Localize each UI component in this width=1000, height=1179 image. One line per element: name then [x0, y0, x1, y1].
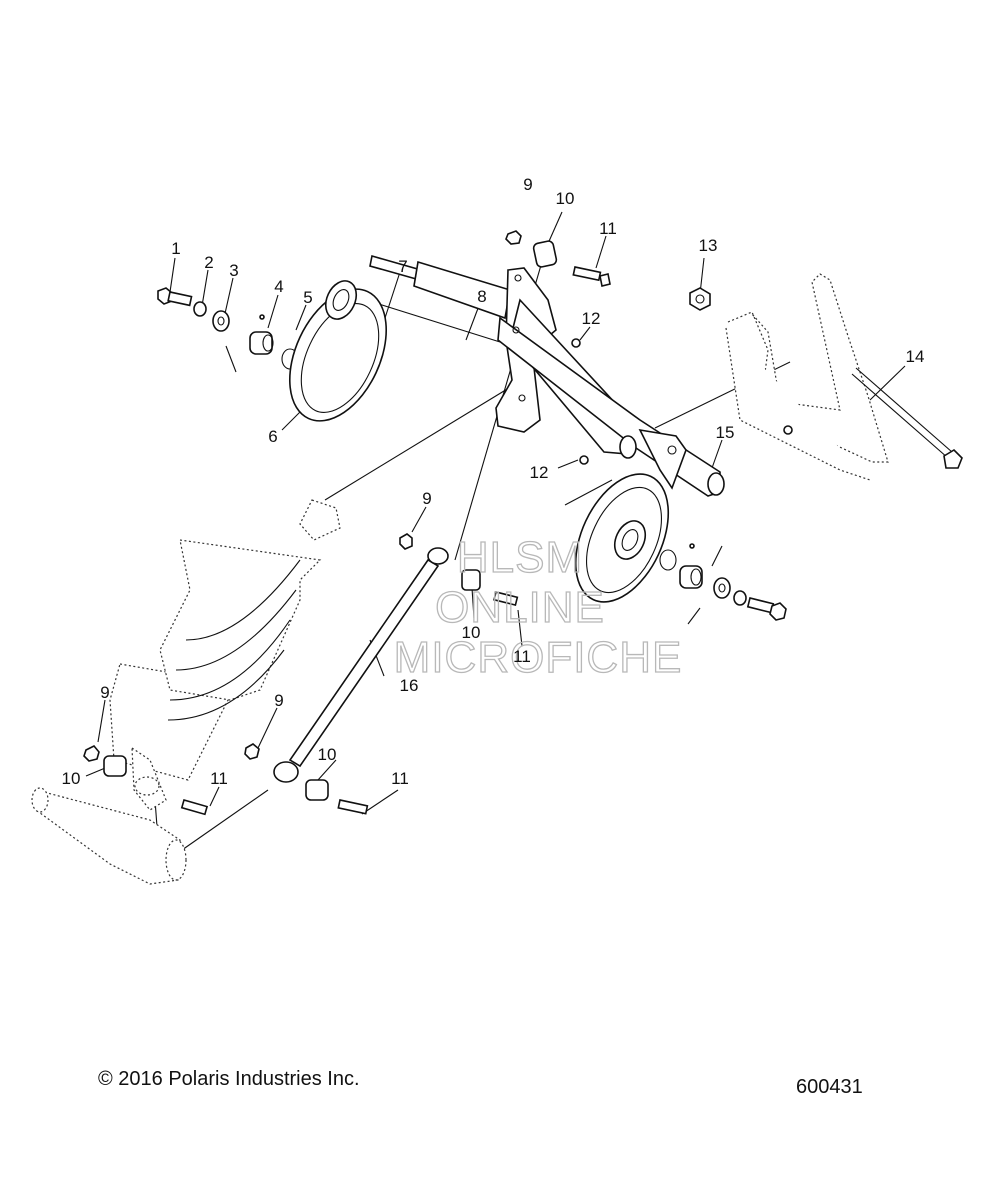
copyright-text: © 2016 Polaris Industries Inc. — [98, 1068, 360, 1090]
cross-shaft-lower — [31, 787, 187, 885]
idler-wheel-6 — [288, 280, 388, 422]
washer-small-right — [733, 590, 747, 606]
callout-10-top: 10 — [556, 189, 575, 208]
callout-labels: 1 2 3 4 5 6 7 8 9 10 11 12 13 14 12 15 9… — [62, 175, 925, 788]
callout-5: 5 — [303, 288, 312, 307]
callout-13: 13 — [699, 236, 718, 255]
washer-2 — [193, 301, 207, 317]
callout-10-right: 10 — [318, 745, 337, 764]
callout-15: 15 — [716, 423, 735, 442]
axle-7-8 — [369, 254, 513, 320]
diagram-number: 600431 — [796, 1076, 863, 1098]
callout-11-mid: 11 — [513, 647, 531, 666]
washer-3 — [212, 310, 230, 332]
callout-3: 3 — [229, 261, 238, 280]
watermark: HLSM ONLINE MICROFICHE — [393, 532, 683, 682]
collar-right — [679, 543, 703, 589]
callout-2: 2 — [204, 253, 213, 272]
watermark-line-3: MICROFICHE — [394, 633, 683, 682]
collar-4 — [249, 314, 274, 355]
watermark-line-1: HLSM — [457, 533, 583, 582]
callout-14: 14 — [906, 347, 925, 366]
callout-12-top: 12 — [582, 309, 601, 328]
callout-9-center: 9 — [274, 691, 283, 710]
o-ring-right — [659, 549, 677, 571]
callout-8: 8 — [477, 287, 486, 306]
callout-11-left: 11 — [210, 769, 228, 788]
leader-lines — [85, 211, 906, 851]
callout-4: 4 — [274, 277, 283, 296]
callout-9-top: 9 — [523, 175, 532, 194]
washer-right — [713, 577, 731, 599]
callout-9-mid: 9 — [422, 489, 431, 508]
callout-10-left: 10 — [62, 769, 81, 788]
callout-9-left: 9 — [100, 683, 109, 702]
bolt-1 — [157, 287, 193, 307]
rail-bracket-dashed — [725, 273, 963, 481]
swing-arm-bracket — [495, 267, 725, 497]
callout-12-mid: 12 — [530, 463, 549, 482]
callout-10-mid: 10 — [462, 623, 481, 642]
callout-16: 16 — [400, 676, 419, 695]
callout-11-right: 11 — [391, 769, 409, 788]
callout-11-top: 11 — [599, 219, 617, 238]
callout-6: 6 — [268, 427, 277, 446]
bolt-right — [746, 597, 787, 621]
link-rod-16 — [273, 547, 449, 783]
callout-7: 7 — [398, 257, 407, 276]
shock-absorber — [109, 499, 341, 811]
small-hardware — [83, 230, 793, 816]
watermark-line-2: ONLINE — [435, 583, 605, 632]
callout-1: 1 — [171, 239, 180, 258]
idler-wheel-right — [574, 473, 670, 603]
